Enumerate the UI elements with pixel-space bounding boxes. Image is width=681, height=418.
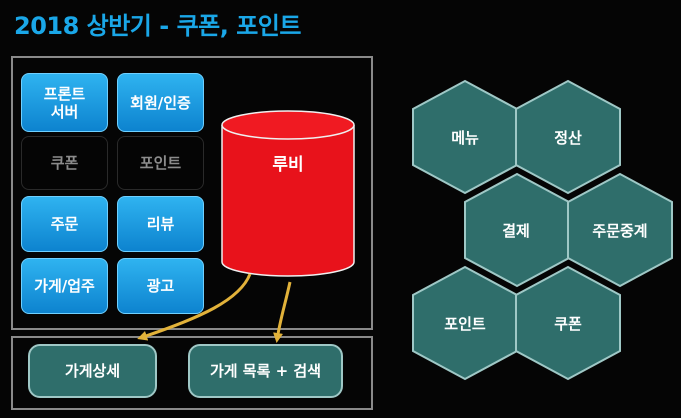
hex-label-point: 포인트 (444, 315, 486, 333)
tile-label: 가게/업주 (34, 277, 95, 295)
tile-order: 주문 (21, 196, 108, 252)
tile-front-server: 프론트 서버 (21, 73, 108, 132)
tile-label: 포인트 (139, 154, 182, 172)
hex-label-order-relay: 주문중계 (592, 222, 648, 240)
hex-label-coupon: 쿠폰 (554, 315, 582, 333)
tile-label: 쿠폰 (50, 154, 79, 172)
service-label: 가게상세 (64, 362, 121, 380)
tile-label: 광고 (146, 277, 175, 295)
hex-coupon (515, 265, 621, 381)
hex-settlement (515, 79, 621, 195)
tile-label: 주문 (50, 215, 79, 233)
tile-point: 포인트 (117, 136, 204, 190)
tile-ads: 광고 (117, 258, 204, 314)
services-frame (11, 336, 373, 410)
hex-label-menu: 메뉴 (451, 129, 479, 147)
database-cylinder (221, 110, 355, 277)
tile-label: 프론트 서버 (43, 84, 86, 121)
service-store-list-search: 가게 목록 + 검색 (188, 344, 343, 398)
hex-order-relay (567, 172, 673, 288)
hexagon-cluster (412, 79, 673, 381)
arrows (137, 273, 292, 343)
tile-label: 회원/인증 (130, 93, 191, 112)
tile-member-auth: 회원/인증 (117, 73, 204, 132)
tile-coupon: 쿠폰 (21, 136, 108, 190)
monolith-frame (11, 56, 373, 330)
tile-review: 리뷰 (117, 196, 204, 252)
arrow-to-store-list (273, 281, 292, 343)
arrow-to-store-detail (137, 273, 252, 341)
page-title: 2018 상반기 - 쿠폰, 포인트 (14, 12, 301, 40)
service-label: 가게 목록 + 검색 (209, 362, 322, 380)
hex-label-payment: 결제 (502, 222, 530, 240)
tile-store-owner: 가게/업주 (21, 258, 108, 314)
hex-label-settlement: 정산 (554, 129, 582, 147)
service-store-detail: 가게상세 (28, 344, 157, 398)
database-label: 루비 (272, 155, 304, 175)
tile-label: 리뷰 (146, 215, 175, 233)
